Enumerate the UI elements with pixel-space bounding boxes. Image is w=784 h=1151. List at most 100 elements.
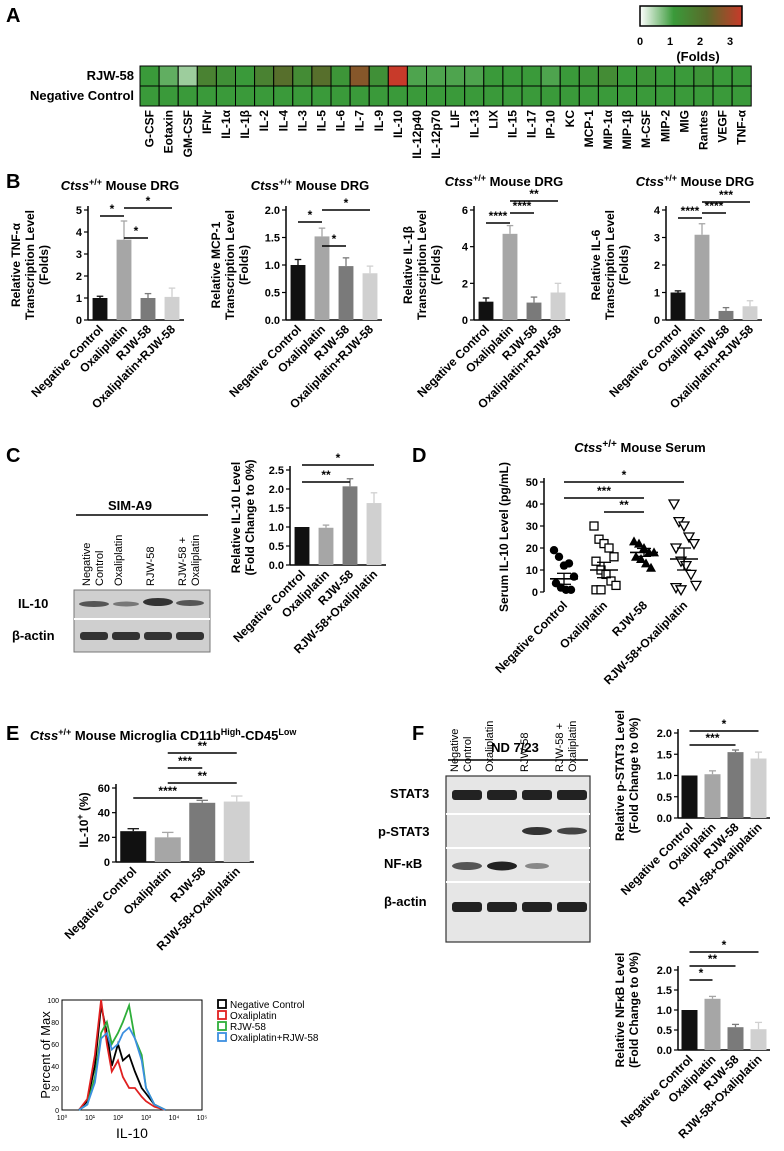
y-tick-label: 0.5 [657,792,672,804]
x-tick-label: 10⁵ [197,1115,208,1122]
heatmap-col-label: IL-7 [353,110,367,132]
heatmap-cell [540,65,561,87]
bar [550,292,566,320]
heatmap-cell [235,85,256,107]
heatmap-col-label: IL-17 [525,110,539,138]
bar [366,503,382,565]
blot-f-band [557,827,587,835]
bar [92,298,108,320]
significance-label: ** [708,952,718,966]
y-tick-label: 1.0 [265,260,280,272]
bar [290,265,306,320]
legend-label: Oxaliplatin [230,1011,277,1022]
heatmap-cell [254,85,275,107]
title-part: -CD45 [241,728,279,743]
heatmap-col-label: IL-4 [276,110,290,132]
heatmap-cell [674,65,695,87]
heatmap-cell [177,85,198,107]
title-rest: Mouse DRG [486,174,563,189]
heatmap-cell [349,85,370,107]
bar [681,1010,698,1050]
blot-c-row-il10: IL-10 [18,596,48,611]
heatmap-cell [215,65,236,87]
blot-f-band [487,790,517,800]
title-part: Ctss [574,440,602,455]
heatmap-cell [349,65,370,87]
y-axis-label: Relative MCP-1 [209,221,223,308]
heatmap-cell [521,85,542,107]
blot-c-lane-label: Oxaliplatin [113,535,125,586]
x-tick-label: 10¹ [85,1115,96,1122]
y-tick-label: 0.5 [265,288,280,300]
heatmap-cell [368,85,389,107]
data-point [564,559,574,568]
blot-c-lane-label: Oxaliplatin [190,535,202,586]
blot-f-title: ND 7/23 [491,740,539,755]
heatmap-cell [502,65,523,87]
significance-label: * [146,194,151,208]
title-part: Mouse Microglia CD11b [71,728,221,743]
data-point [636,554,646,563]
legend-swatch [217,1032,227,1042]
bar [362,273,378,320]
data-point [674,585,688,597]
ylabel-part: IL-10 [77,819,91,847]
bar [502,233,518,320]
heatmap-cell [158,65,179,87]
y-tick-label: 0 [462,315,468,327]
panel-label-a: A [6,5,20,27]
blot-f-row-pstat3: p-STAT3 [378,824,430,839]
y-tick-label: 0.0 [657,1045,672,1057]
y-tick-label: 20 [98,832,110,844]
bar [154,837,181,862]
x-axis-label: IL-10 [116,1125,148,1141]
chart-title: Ctss+/+ Mouse Microglia CD11bHigh-CD45Lo… [30,727,297,743]
plot-frame [61,999,203,1111]
heatmap-col-label: MIP-1α [601,109,615,149]
ylabel-part: (%) [77,792,91,814]
y-tick-label: 5 [76,205,82,217]
scale-tick-1: 1 [667,36,673,48]
data-point [641,558,651,568]
y-axis-label: Relative IL-10 Level [229,462,243,573]
title-rest: Mouse DRG [102,178,179,193]
blot-f-row-nfkb: NF-κB [384,856,422,871]
data-point [591,556,601,566]
y-tick-label: 2 [654,260,660,272]
heatmap-cell [368,65,389,87]
blot-f-band [522,827,552,835]
x-tick-label: 10² [113,1115,124,1122]
histogram-line [78,1026,166,1111]
legend-swatch [217,1010,227,1020]
y-tick-label: 3 [654,233,660,245]
title-gene: Ctss [636,174,664,189]
significance-label: ** [321,468,331,482]
heatmap-cell [139,65,160,87]
y-tick-label: 0.0 [265,315,280,327]
legend-label: Oxaliplatin+RJW-58 [230,1033,319,1044]
significance-label: * [110,202,115,216]
title-genotype: +/+ [473,173,486,183]
y-axis-label: Serum IL-10 Level (pg/mL) [497,462,511,612]
bar [314,236,330,320]
y-tick-label: 2.0 [269,484,284,496]
bar [742,306,758,320]
data-point [682,532,696,544]
bar [750,1029,767,1050]
data-point [611,580,621,591]
heatmap-cell [540,85,561,107]
blot-f-band [557,902,587,912]
heatmap-cell [426,65,447,87]
heatmap-col-label: IP-10 [544,110,558,139]
y-tick-label: 50 [526,477,538,489]
y-axis-label: Transcription Level [23,210,37,320]
y-tick-label: 2.0 [657,965,672,977]
significance-label: * [134,224,139,238]
legend-label: Negative Control [230,1000,304,1011]
data-point [679,560,693,572]
bar [294,527,310,565]
